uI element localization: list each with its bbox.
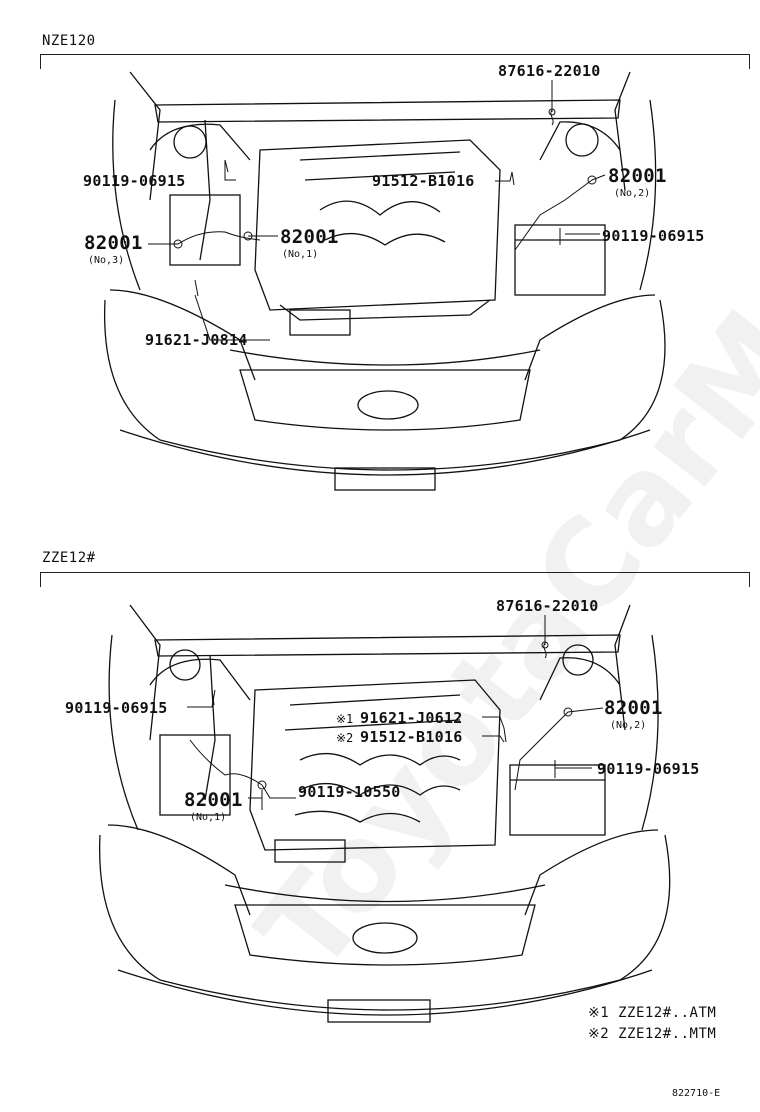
section-frame-top	[40, 54, 750, 69]
part-label-87616-22010-b: 87616-22010	[496, 597, 599, 615]
vehicle-outline-zze12	[98, 604, 671, 1023]
leader-lines-nze120	[148, 80, 606, 341]
part-label-87616-22010: 87616-22010	[498, 62, 601, 80]
footnote-1: ※1 ZZE12#..ATM	[588, 1005, 717, 1021]
part-label-82001-no1: 82001	[280, 226, 339, 248]
vehicle-outline-nze120	[103, 71, 666, 491]
drawing-code: 822710-E	[672, 1088, 721, 1099]
part-label-82001-no1-b: 82001	[184, 789, 243, 811]
footnote-2: ※2 ZZE12#..MTM	[588, 1026, 717, 1042]
part-label-82001-no2-b: 82001	[604, 697, 663, 719]
section-title-zze12: ZZE12#	[42, 550, 96, 566]
part-label-90119-06915-right-b: 90119-06915	[597, 760, 700, 778]
part-sublabel-no2-b: (No,2)	[610, 720, 647, 731]
part-label-91621-J0814: 91621-J0814	[145, 331, 248, 349]
part-label-91621-J0612: 91621-J0612	[360, 709, 463, 727]
section-frame-bottom	[40, 572, 750, 587]
leader-lines-zze12	[187, 615, 604, 810]
note-mark-1: ※1	[336, 712, 354, 726]
part-label-82001-no2: 82001	[608, 165, 667, 187]
part-label-91512-B1016-b: 91512-B1016	[360, 728, 463, 746]
part-label-82001-no3: 82001	[84, 232, 143, 254]
part-sublabel-no2: (No,2)	[614, 188, 651, 199]
part-sublabel-no1-b: (No,1)	[190, 812, 227, 823]
part-label-90119-10550: 90119-10550	[298, 783, 401, 801]
part-sublabel-no3: (No,3)	[88, 255, 125, 266]
note-mark-2: ※2	[336, 731, 354, 745]
part-label-90119-06915-left: 90119-06915	[83, 172, 186, 190]
part-label-90119-06915-right: 90119-06915	[602, 227, 705, 245]
part-sublabel-no1: (No,1)	[282, 249, 319, 260]
part-label-91512-B1016: 91512-B1016	[372, 172, 475, 190]
part-label-90119-06915-left-b: 90119-06915	[65, 699, 168, 717]
section-title-nze120: NZE120	[42, 33, 96, 49]
